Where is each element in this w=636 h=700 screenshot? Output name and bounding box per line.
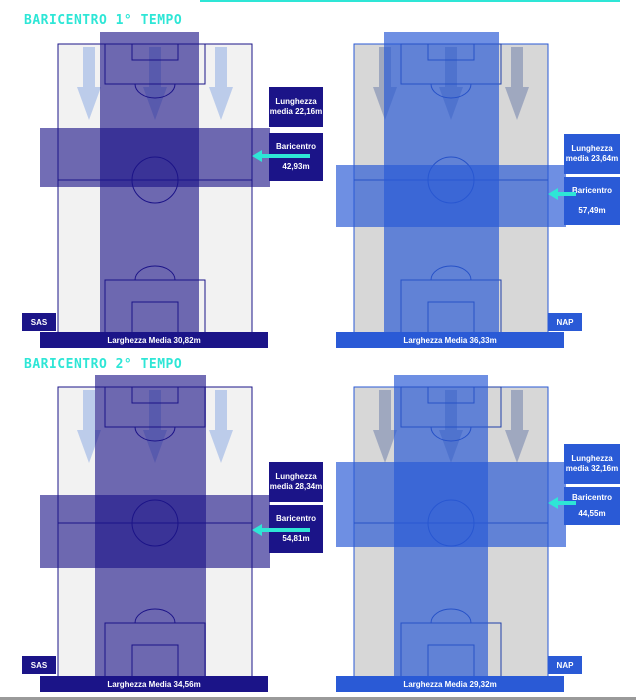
baricentro-value: 44,55m bbox=[578, 509, 606, 518]
baricentro-value: 54,81m bbox=[282, 534, 310, 543]
home-baricentro-arrow-second-half bbox=[252, 524, 310, 536]
section-title-first-half: BARICENTRO 1° TEMPO bbox=[24, 13, 183, 28]
baricentro-label: Baricentro bbox=[275, 142, 316, 151]
home-lunghezza-box-second-half: Lunghezza media 28,34m bbox=[269, 462, 323, 502]
away-baricentro-box-second-half: Baricentro 44,55m bbox=[564, 487, 620, 525]
home-pitch-first-half bbox=[40, 32, 270, 348]
baricentro-value: 42,93m bbox=[282, 162, 310, 171]
away-lunghezza-box-second-half: Lunghezza media 32,16m bbox=[564, 444, 620, 484]
away-pitch-first-half bbox=[336, 32, 566, 348]
away-baricentro-arrow-second-half bbox=[548, 497, 576, 509]
away-baricentro-arrow-first-half bbox=[548, 188, 576, 200]
away-larghezza-bar-first-half: Larghezza Media 36,33m bbox=[336, 332, 564, 348]
bottom-border bbox=[0, 697, 636, 700]
away-larghezza-bar-second-half: Larghezza Media 29,32m bbox=[336, 676, 564, 692]
baricentro-label: Baricentro bbox=[571, 186, 612, 195]
away-pitch-panel-first-half bbox=[336, 32, 566, 348]
home-larghezza-bar-second-half: Larghezza Media 34,56m bbox=[40, 676, 268, 692]
home-baricentro-arrow-first-half bbox=[252, 150, 310, 162]
away-team-tag-second-half: NAP bbox=[548, 656, 582, 674]
away-team-tag-first-half: NAP bbox=[548, 313, 582, 331]
home-pitch-panel-first-half bbox=[40, 32, 270, 348]
home-larghezza-bar-first-half: Larghezza Media 30,82m bbox=[40, 332, 268, 348]
section-title-second-half: BARICENTRO 2° TEMPO bbox=[24, 357, 183, 372]
header-accent-line bbox=[200, 0, 620, 2]
away-pitch-panel-second-half bbox=[336, 375, 566, 691]
baricentro-value: 57,49m bbox=[578, 206, 606, 215]
away-baricentro-box-first-half: Baricentro 57,49m bbox=[564, 177, 620, 225]
home-lunghezza-box-first-half: Lunghezza media 22,16m bbox=[269, 87, 323, 127]
away-pitch-second-half bbox=[336, 375, 566, 691]
away-lunghezza-box-first-half: Lunghezza media 23,64m bbox=[564, 134, 620, 174]
home-team-tag-first-half: SAS bbox=[22, 313, 56, 331]
home-team-tag-second-half: SAS bbox=[22, 656, 56, 674]
home-pitch-second-half bbox=[40, 375, 270, 691]
baricentro-label: Baricentro bbox=[275, 514, 316, 523]
home-pitch-panel-second-half bbox=[40, 375, 270, 691]
baricentro-label: Baricentro bbox=[571, 493, 612, 502]
